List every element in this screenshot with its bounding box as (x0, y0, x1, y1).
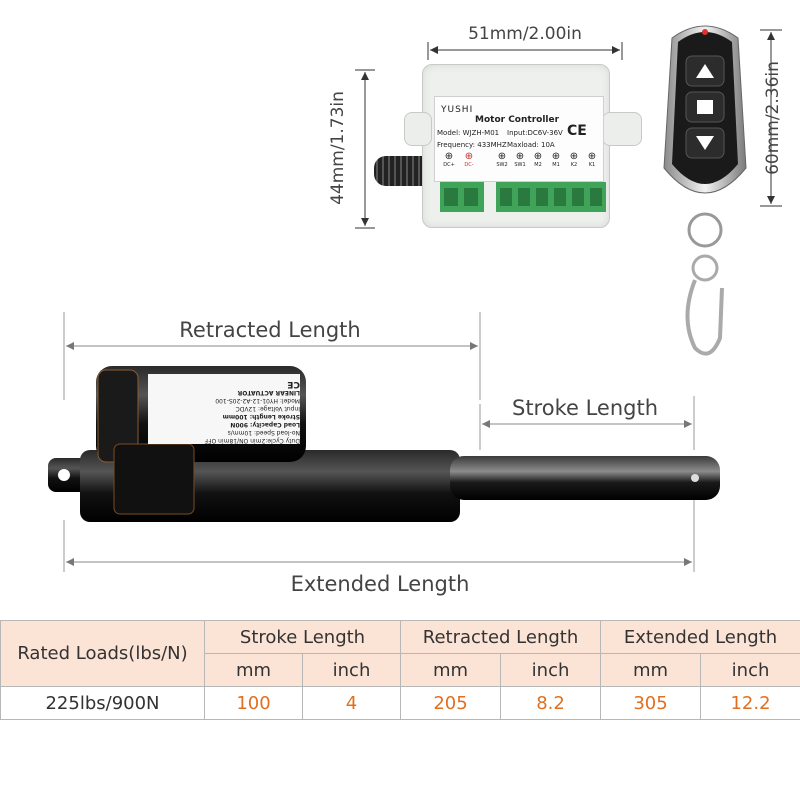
mount-ear-left (404, 112, 432, 146)
unit-header: mm (204, 653, 303, 687)
terminal-label: DC- (464, 162, 474, 168)
sticker-line: Duty Cycle:2min ON/18min OFF (204, 437, 300, 444)
stroke-mm: 100 (204, 686, 303, 720)
table-header-row: Rated Loads(lbs/N) Stroke Length Retract… (0, 620, 800, 687)
sticker-line: Model: HY01-12-A2-20S-100 (215, 397, 300, 404)
unit-header: inch (301, 653, 402, 687)
spec-table: Rated Loads(lbs/N) Stroke Length Retract… (0, 620, 800, 720)
controller-label: YUSHI Motor Controller Model: WJZH-M01 I… (434, 96, 604, 182)
mount-ear-right (602, 112, 642, 146)
remote-height-label: 60mm/2.36in (763, 61, 783, 175)
rated-loads-header: Rated Loads(lbs/N) (0, 620, 205, 687)
remote-control-icon (663, 25, 747, 356)
ce-mark: CE (567, 123, 587, 139)
terminal-dc-plus: ⊕DC+ (439, 151, 459, 168)
terminal-sw2: ⊕SW2 (493, 151, 511, 168)
sticker-line: Stroke Length: 100mm (222, 413, 300, 420)
extended-length-header: Extended Length (600, 620, 800, 654)
terminal-label: DC+ (443, 162, 455, 168)
sticker-line: No-load Speed: 10mm/s (227, 429, 300, 436)
terminal-label: K2 (570, 162, 578, 168)
terminal-dc-minus: ⊕DC- (459, 151, 479, 168)
controller-width-label: 51mm/2.00in (468, 24, 582, 44)
controller-input: Input:DC6V-36V (507, 129, 563, 137)
sticker-line: Load Capacity: 900N (230, 421, 300, 428)
unit-header: mm (400, 653, 502, 687)
green-terminal-blocks (440, 182, 606, 212)
controller-maxload: Maxload: 10A (507, 141, 555, 149)
extended-inch: 12.2 (700, 686, 800, 720)
terminal-label: M2 (534, 162, 542, 168)
unit-header: inch (500, 653, 602, 687)
controller-frequency: Frequency: 433MHZ (437, 141, 507, 149)
stroke-length-label: Stroke Length (511, 396, 659, 420)
row-label: 225lbs/900N (0, 686, 205, 720)
stroke-length-header: Stroke Length (203, 620, 402, 654)
sticker-ce: CE (287, 379, 300, 389)
sticker-line: LINEAR ACTUATOR (237, 389, 300, 396)
terminal-m2: ⊕M2 (529, 151, 547, 168)
terminal-k2: ⊕K2 (565, 151, 583, 168)
terminal-m1: ⊕M1 (547, 151, 565, 168)
terminal-label: SW2 (496, 162, 508, 168)
controller-model: Model: WJZH-M01 (437, 129, 500, 137)
controller-height-label: 44mm/1.73in (328, 91, 348, 205)
controller-name: Motor Controller (475, 115, 560, 125)
terminal-sw1: ⊕SW1 (511, 151, 529, 168)
table-row: 225lbs/900N 100 4 205 8.2 305 12.2 (0, 686, 800, 720)
unit-header: inch (700, 653, 800, 687)
actuator-sticker: Duty Cycle:2min ON/18min OFF No-load Spe… (148, 374, 300, 444)
retracted-mm: 205 (400, 686, 502, 720)
stroke-inch: 4 (301, 686, 402, 720)
sticker-line: Input Voltage: 12VDC (235, 405, 300, 412)
controller-brand: YUSHI (441, 105, 474, 115)
retracted-inch: 8.2 (500, 686, 602, 720)
extended-mm: 305 (600, 686, 702, 720)
terminal-label: SW1 (514, 162, 526, 168)
retracted-length-label: Retracted Length (179, 318, 361, 342)
terminal-label: K1 (588, 162, 596, 168)
unit-header: mm (600, 653, 702, 687)
terminal-row: ⊕DC+ ⊕DC- ⊕SW2 ⊕SW1 ⊕M2 ⊕M1 ⊕K2 ⊕K1 (435, 151, 603, 179)
terminal-k1: ⊕K1 (583, 151, 601, 168)
linear-actuator-icon (48, 366, 720, 522)
controller-dimension-lines (355, 29, 782, 229)
extended-length-label: Extended Length (290, 572, 470, 596)
retracted-length-header: Retracted Length (400, 620, 602, 654)
actuator-dimension-lines (63, 312, 695, 572)
table-units-row: mm inch mm inch mm inch (1, 653, 800, 687)
terminal-label: M1 (552, 162, 560, 168)
